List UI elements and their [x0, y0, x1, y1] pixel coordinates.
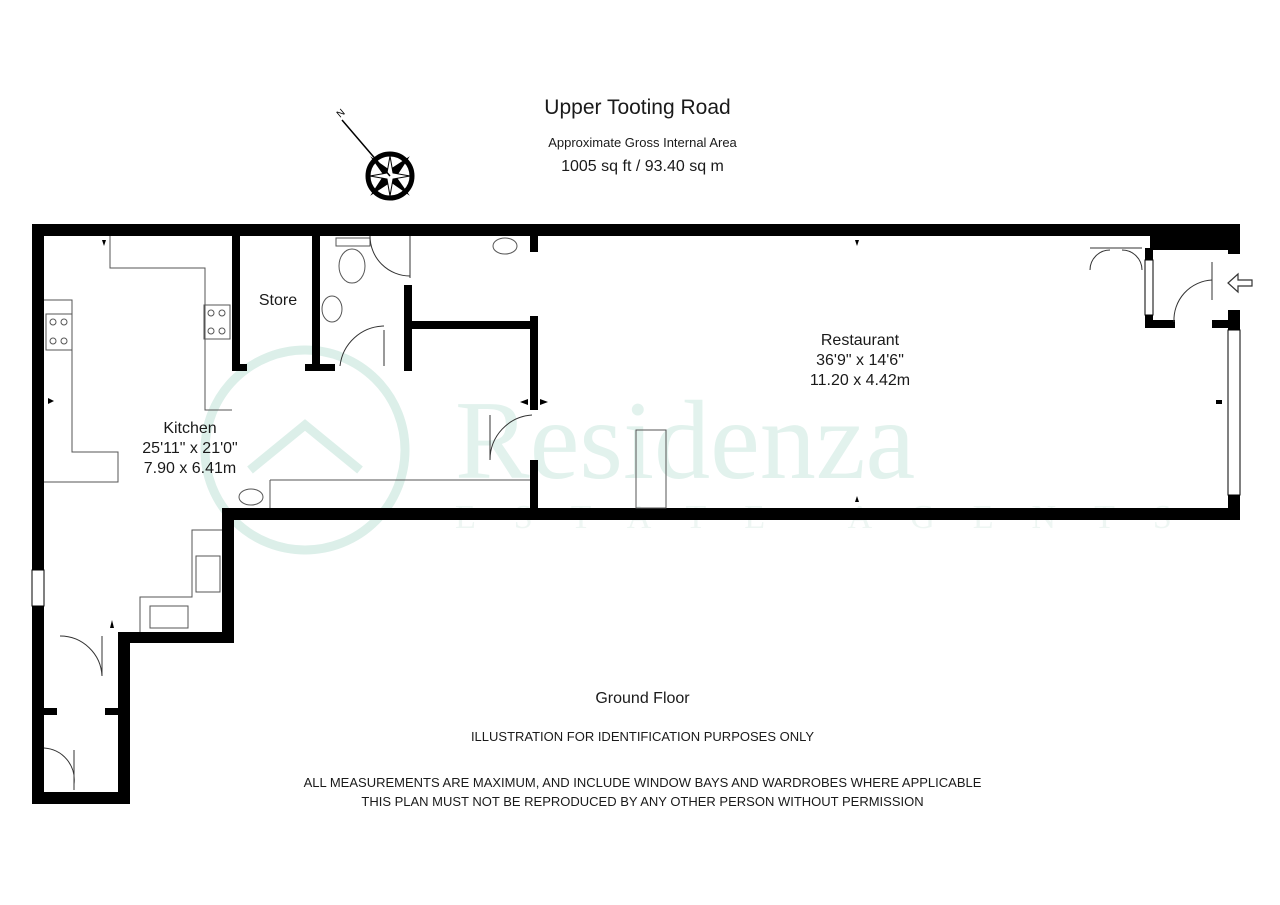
hob-ring: [49, 318, 57, 326]
dim-arrow: [855, 496, 859, 502]
wall-corridor-right: [118, 632, 130, 804]
wall-wc-bottom2: [232, 364, 247, 371]
room-imperial: 36'9" x 14'6": [816, 352, 904, 369]
dim-arrow: [540, 399, 548, 405]
door-entrance-swing: [1173, 279, 1213, 323]
entrance-wall-bottom: [1145, 320, 1175, 328]
wall-lobby-top: [404, 321, 532, 329]
hob-ring: [60, 318, 68, 326]
kitchen-counter-bottom: [139, 529, 222, 632]
door-double-left: [1089, 249, 1111, 271]
hob-ring: [218, 309, 226, 317]
wall-restaurant-bottom: [232, 508, 1240, 520]
door-lobby-swing: [339, 325, 385, 367]
room-label-restaurant: Restaurant 36'9" x 14'6" 11.20 x 4.42m: [780, 331, 940, 391]
wall-right-upper: [1228, 224, 1240, 254]
wall-store-right: [312, 236, 320, 371]
wall-kitchen-step: [222, 508, 234, 643]
dim-arrow: [48, 398, 54, 404]
disclaimer-illustration: ILLUSTRATION FOR IDENTIFICATION PURPOSES…: [470, 729, 815, 744]
area-value: 1005 sq ft / 93.40 sq m: [561, 158, 724, 175]
room-metric: 7.90 x 6.41m: [143, 460, 237, 477]
sink-right: [195, 555, 221, 593]
area-subtitle: Approximate Gross Internal Area: [548, 135, 737, 150]
window-right: [1227, 329, 1241, 496]
disclaimer-measurements: ALL MEASUREMENTS ARE MAXIMUM, AND INCLUD…: [303, 775, 982, 790]
door-restaurant-swing: [489, 414, 533, 461]
wall-corridor-mid2: [105, 708, 125, 715]
hob-left: [45, 313, 73, 351]
wall-left: [32, 224, 44, 804]
wall-partition-top: [530, 236, 538, 252]
sink-bottom: [149, 605, 189, 629]
page-title: Upper Tooting Road: [544, 96, 731, 119]
dim-arrow: [855, 240, 859, 246]
floor-label: Ground Floor: [595, 690, 690, 707]
hob-top: [203, 304, 231, 340]
compass-rose-icon: N: [335, 107, 415, 201]
hob-ring: [49, 337, 57, 345]
hob-ring: [60, 337, 68, 345]
dim-arrow: [1216, 400, 1222, 404]
door-wc-swing: [369, 235, 411, 277]
watermark-house-icon: [247, 419, 363, 474]
dim-arrow: [110, 620, 114, 628]
wc-basin: [321, 295, 343, 323]
watermark-logo-circle: [200, 345, 410, 555]
wall-kitchen-bottom: [118, 632, 234, 643]
hob-ring: [207, 327, 215, 335]
room-metric: 11.20 x 4.42m: [809, 372, 911, 389]
wc-toilet: [338, 248, 366, 284]
disclaimer-copyright: THIS PLAN MUST NOT BE REPRODUCED BY ANY …: [361, 794, 924, 809]
room-label-store: Store: [248, 291, 308, 311]
wall-partition-lower: [530, 460, 538, 510]
kitchen-counter-top: [109, 236, 232, 411]
door-corridor-swing: [59, 635, 103, 677]
window-left: [31, 569, 45, 607]
wall-corridor-mid: [32, 708, 57, 715]
dim-arrow: [102, 240, 106, 246]
entrance-block: [1150, 236, 1228, 250]
wall-top: [32, 224, 1240, 236]
hob-ring: [218, 327, 226, 335]
room-label-kitchen: Kitchen 25'11" x 21'0" 7.90 x 6.41m: [110, 419, 270, 479]
room-name: Kitchen: [163, 420, 217, 437]
room-imperial: 25'11" x 21'0": [142, 440, 238, 457]
wc-cistern: [335, 237, 371, 247]
wall-corridor-bottom: [32, 792, 130, 804]
entrance-wall-bottom2: [1212, 320, 1230, 328]
wall-wc-bottom: [305, 364, 335, 371]
door-double-right: [1121, 249, 1143, 271]
room-name: Store: [258, 292, 298, 309]
restaurant-basin: [492, 237, 518, 255]
entrance-arrow-icon: [1227, 272, 1253, 294]
window-entrance: [1144, 259, 1154, 316]
hob-ring: [207, 309, 215, 317]
dim-arrow: [520, 399, 528, 405]
basin-kitchen: [238, 488, 264, 506]
room-name: Restaurant: [820, 332, 900, 349]
restaurant-counter: [635, 429, 667, 509]
wall-store-left: [232, 236, 240, 371]
kitchen-counter-left: [44, 299, 119, 483]
wall-partition: [530, 316, 538, 410]
